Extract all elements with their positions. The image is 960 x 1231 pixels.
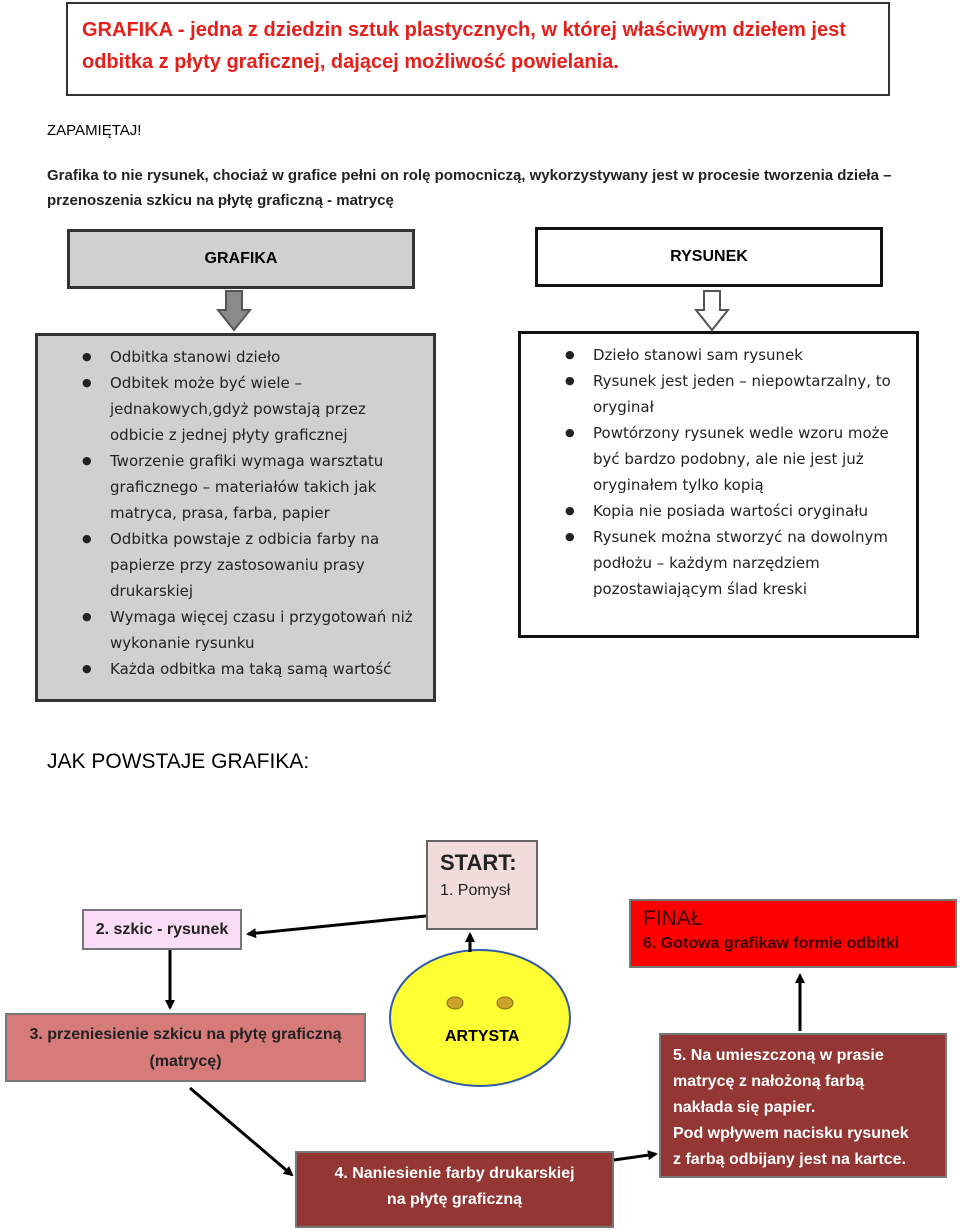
final-step: 6. Gotowa grafikaw formie odbitki <box>643 935 900 952</box>
flow-step-3: 3. przeniesienie szkicu na płytę graficz… <box>5 1013 366 1082</box>
artist-label: ARTYSTA <box>445 1028 520 1045</box>
section-heading: JAK POWSTAJE GRAFIKA: <box>47 750 310 773</box>
step5-line: matrycę z nałożoną farbą <box>673 1073 865 1090</box>
list-item: Każda odbitka ma taką samą wartość <box>38 656 423 682</box>
step4-line: 4. Naniesienie farby drukarskiej <box>334 1165 575 1182</box>
remember-label: ZAPAMIĘTAJ! <box>47 122 142 139</box>
final-title: FINAŁ <box>643 907 703 930</box>
flow-start-box: START: 1. Pomysł <box>426 840 538 930</box>
list-item: Odbitka powstaje z odbicia farby na papi… <box>38 526 423 604</box>
list-item: Odbitek może być wiele – jednakowych,gdy… <box>38 370 423 448</box>
list-item: Kopia nie posiada wartości oryginału <box>521 498 906 524</box>
step5-line: Pod wpływem nacisku rysunek <box>673 1125 909 1142</box>
down-arrow-icon <box>216 290 252 332</box>
step5-line: z farbą odbijany jest na kartce. <box>673 1151 906 1168</box>
list-item: Powtórzony rysunek wedle wzoru może być … <box>521 420 906 498</box>
step5-line: nakłada się papier. <box>673 1099 816 1116</box>
arrow-left <box>246 914 427 939</box>
list-item: Tworzenie grafiki wymaga warsztatu grafi… <box>38 448 423 526</box>
list-item: Odbitka stanowi dzieło <box>38 344 423 370</box>
page-title: GRAFIKA - jedna z dziedzin sztuk plastyc… <box>82 19 846 73</box>
flow-step-4: 4. Naniesienie farby drukarskiej na płyt… <box>295 1151 614 1228</box>
rysunek-features-list: Dzieło stanowi sam rysunek Rysunek jest … <box>518 331 919 638</box>
list-item: Wymaga więcej czasu i przygotowań niż wy… <box>38 604 423 656</box>
flow-step-2: 2. szkic - rysunek <box>82 909 242 950</box>
smiley-face-icon <box>389 949 571 1087</box>
title-box: GRAFIKA - jedna z dziedzin sztuk plastyc… <box>66 2 890 96</box>
grafika-features-list: Odbitka stanowi dzieło Odbitek może być … <box>35 333 436 702</box>
list-item: Rysunek jest jeden – niepowtarzalny, to … <box>521 368 906 420</box>
start-step: 1. Pomysł <box>440 882 511 899</box>
step4-line: na płytę graficzną <box>386 1191 523 1208</box>
intro-paragraph: Grafika to nie rysunek, chociaż w grafic… <box>47 167 892 209</box>
step3-line: 3. przeniesienie szkicu na płytę graficz… <box>29 1026 342 1043</box>
flow-step-5: 5. Na umieszczoną w prasie matrycę z nał… <box>659 1033 947 1178</box>
step3-line: (matrycę) <box>149 1053 222 1070</box>
rysunek-header: RYSUNEK <box>535 227 883 287</box>
arrow-diagonal <box>189 1086 294 1177</box>
down-arrow-icon <box>694 290 730 332</box>
flow-final-box: FINAŁ 6. Gotowa grafikaw formie odbitki <box>629 899 957 968</box>
start-title: START: <box>440 850 517 875</box>
list-item: Rysunek można stworzyć na dowolnym podło… <box>521 524 906 602</box>
grafika-header: GRAFIKA <box>67 229 415 289</box>
list-item: Dzieło stanowi sam rysunek <box>521 342 906 368</box>
step5-line: 5. Na umieszczoną w prasie <box>673 1047 884 1064</box>
arrow-right <box>613 1150 658 1162</box>
